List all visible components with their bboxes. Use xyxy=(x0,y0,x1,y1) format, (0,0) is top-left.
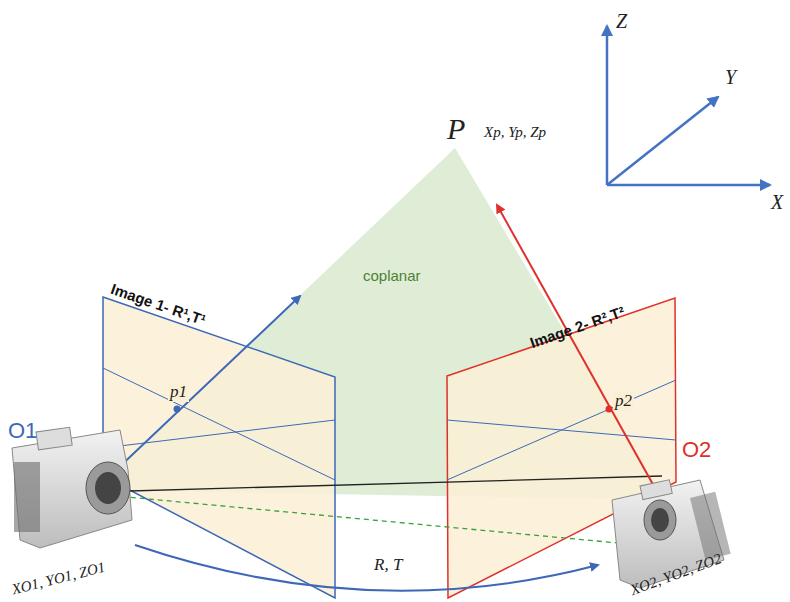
point-label: p2 xyxy=(613,392,634,411)
camera-coordinates: XO1, YO1, ZO1 xyxy=(10,559,107,598)
axes xyxy=(607,26,770,185)
coordinates: Xp, Yp, Zp xyxy=(484,124,546,141)
point-name: P xyxy=(447,112,465,145)
camera-label: O2 xyxy=(682,438,711,462)
point-p1 xyxy=(174,406,181,413)
axis-label: X xyxy=(771,191,783,213)
dashed-line xyxy=(95,494,650,546)
axis-label: Y xyxy=(725,66,736,88)
ray-2 xyxy=(497,205,660,497)
transform-arrow xyxy=(135,545,598,591)
point-p2 xyxy=(606,406,613,413)
axis-label: Z xyxy=(616,10,627,32)
baseline xyxy=(95,476,662,492)
plane-label: coplanar xyxy=(363,268,421,285)
point-label: p1 xyxy=(168,383,189,402)
camera-1 xyxy=(12,427,132,548)
transform-label: R, T xyxy=(374,556,402,575)
camera-label: O1 xyxy=(8,419,37,443)
image-plane-1 xyxy=(103,297,335,598)
